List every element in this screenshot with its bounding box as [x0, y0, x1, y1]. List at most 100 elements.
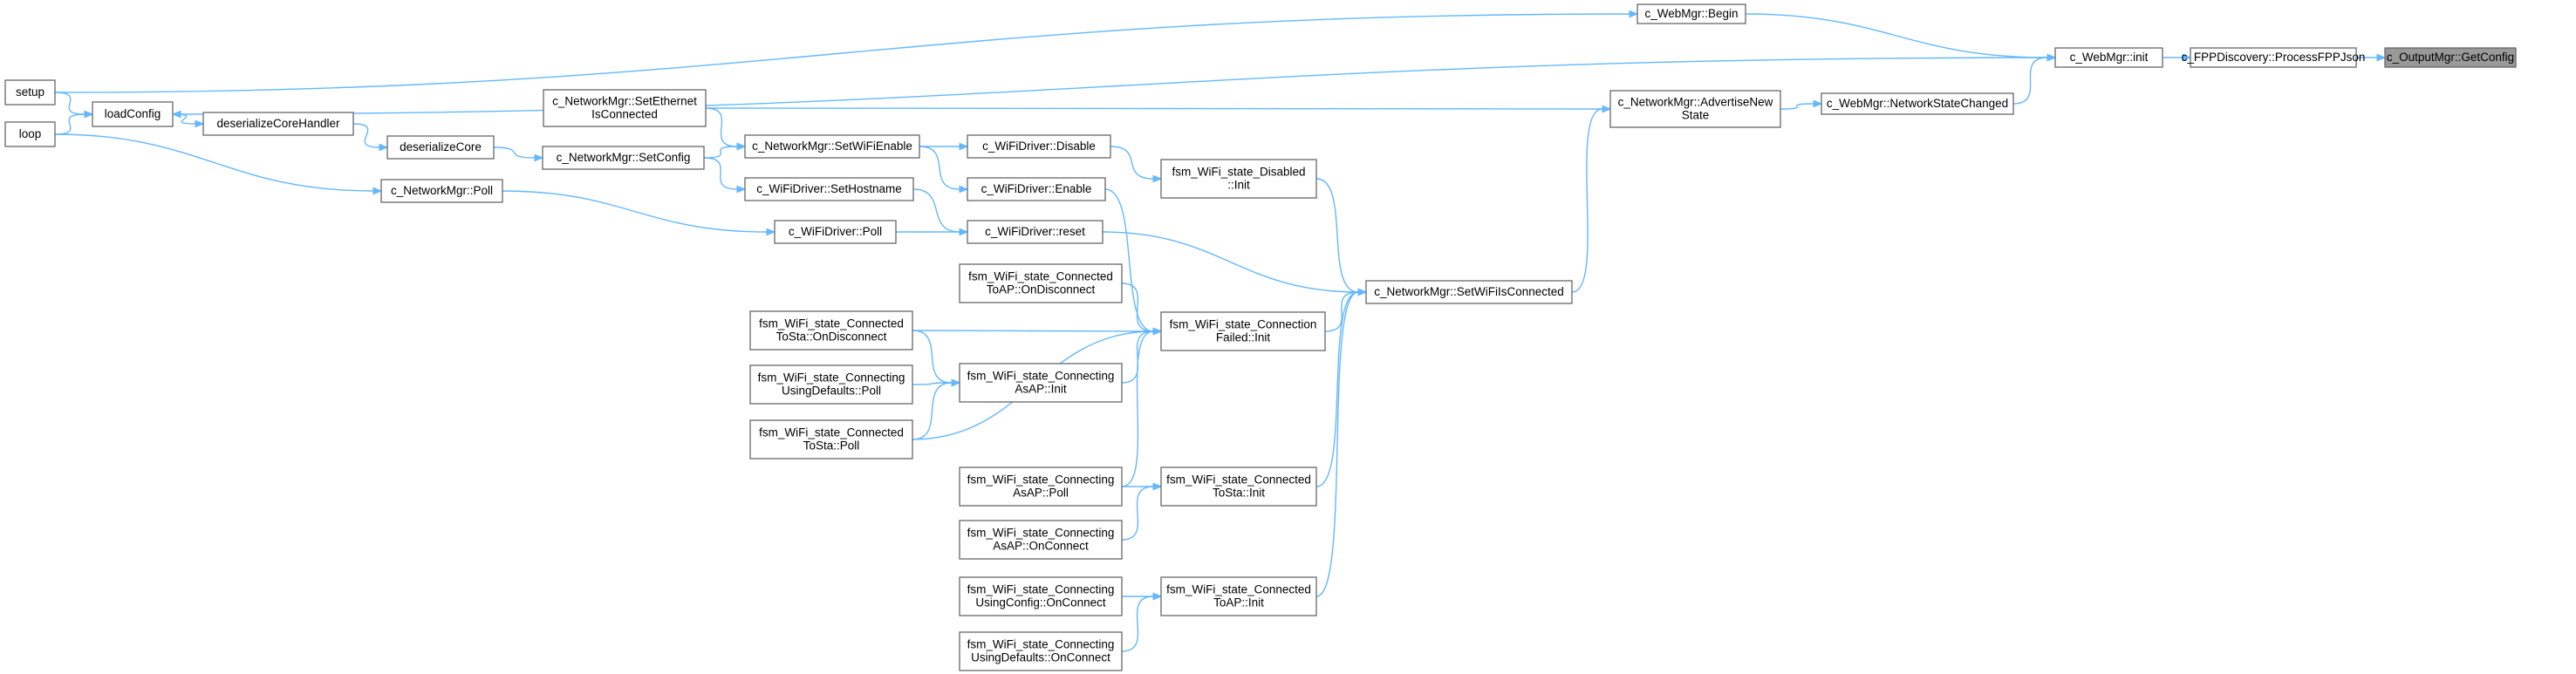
node-box [4, 79, 56, 106]
node-c-networkmgr-setwifiisconnected[interactable]: c_NetworkMgr::SetWiFiIsConnected [1365, 280, 1573, 304]
node-box [744, 177, 914, 201]
edge-loadconfig-to-deshandler [172, 113, 205, 128]
node-box [2054, 47, 2163, 68]
node-box [543, 89, 707, 127]
node-label: c_OutputMgr::GetConfig [2387, 51, 2514, 64]
edge-line [54, 92, 85, 115]
node-label: c_WebMgr::NetworkStateChanged [1827, 97, 2008, 110]
node-box [202, 112, 354, 136]
node-label: AsAP::Init [1015, 383, 1067, 396]
node-fsm-wifi-state-connectingusingconfig-onconnect[interactable]: fsm_WiFi_state_ConnectingUsingConfig::On… [959, 576, 1123, 616]
node-c-wifidriver-sethostname[interactable]: c_WiFiDriver::SetHostname [744, 177, 914, 201]
node-loop[interactable]: loop [4, 121, 56, 147]
edges-layer [54, 10, 2387, 652]
node-label: UsingDefaults::Poll [782, 385, 881, 398]
node-box [749, 419, 913, 460]
edge-loop-to-nm_poll [54, 133, 383, 195]
node-label: c_NetworkMgr::SetConfig [557, 151, 691, 164]
edge-arrowhead [2182, 53, 2192, 62]
node-fsm-wifi-state-connectingusingdefaults-onconnect[interactable]: fsm_WiFi_state_ConnectingUsingDefaults::… [959, 631, 1123, 671]
edge-line [352, 123, 380, 148]
edge-webmgr_init-to-processfpp [2163, 53, 2192, 62]
node-label: c_WebMgr::Begin [1644, 7, 1738, 20]
node-label: fsm_WiFi_state_Connecting [967, 638, 1115, 651]
node-box [1365, 280, 1573, 304]
edge-arrowhead [951, 378, 961, 387]
node-deserializecorehandler[interactable]: deserializeCoreHandler [202, 112, 354, 136]
node-box [2190, 47, 2357, 68]
node-c-wifidriver-poll[interactable]: c_WiFiDriver::Poll [774, 220, 897, 244]
node-label: fsm_WiFi_state_Connected [759, 426, 904, 439]
node-label: UsingConfig::OnConnect [975, 596, 1106, 609]
node-c-webmgr-begin[interactable]: c_WebMgr::Begin [1636, 3, 1746, 24]
node-label: deserializeCore [400, 140, 482, 153]
node-deserializecore[interactable]: deserializeCore [386, 135, 495, 160]
node-setup[interactable]: setup [4, 79, 56, 106]
edge-line [1315, 291, 1359, 597]
node-c-fppdiscovery-processfppjson[interactable]: c_FPPDiscovery::ProcessFPPJson [2182, 47, 2366, 68]
node-label: c_WiFiDriver::reset [985, 225, 1085, 238]
node-label: c_NetworkMgr::AdvertiseNew [1618, 96, 1773, 109]
edge-line [1110, 146, 1154, 180]
edge-line [54, 113, 85, 135]
node-c-networkmgr-setconfig[interactable]: c_NetworkMgr::SetConfig [542, 146, 705, 170]
node-label: fsm_WiFi_state_Disabled [1172, 166, 1305, 179]
edge-fsm_disabled_init-to-setwifiisconnected [1315, 178, 1368, 296]
edge-line [1571, 108, 1603, 293]
edge-arrowhead [766, 228, 776, 236]
node-c-outputmgr-getconfig[interactable]: c_OutputMgr::GetConfig [2384, 47, 2517, 68]
node-c-networkmgr-setwifienable[interactable]: c_NetworkMgr::SetWiFiEnable [744, 134, 920, 159]
node-loadconfig[interactable]: loadConfig [92, 101, 174, 127]
node-c-wifidriver-enable[interactable]: c_WiFiDriver::Enable [967, 177, 1106, 201]
node-c-webmgr-networkstatechanged[interactable]: c_WebMgr::NetworkStateChanged [1821, 92, 2014, 115]
edge-line [912, 188, 960, 233]
node-label: State [1682, 109, 1710, 122]
node-box [959, 466, 1123, 507]
edge-nm_poll-to-wd_poll [502, 190, 776, 236]
edge-arrowhead [1152, 174, 1163, 183]
edge-line [1121, 283, 1154, 332]
node-label: UsingDefaults::OnConnect [971, 651, 1110, 664]
node-fsm-wifi-state-connectedtoap-ondisconnect[interactable]: fsm_WiFi_state_ConnectedToAP::OnDisconne… [959, 263, 1123, 303]
edge-line [502, 190, 768, 233]
edge-arrowhead [1152, 327, 1163, 336]
node-label: c_WebMgr::init [2070, 51, 2149, 64]
node-c-networkmgr-poll[interactable]: c_NetworkMgr::Poll [380, 179, 503, 203]
edge-arrowhead [534, 153, 544, 162]
node-label: c_NetworkMgr::SetWiFiEnable [752, 140, 912, 153]
node-fsm-wifi-state-disabled-init[interactable]: fsm_WiFi_state_Disabled::Init [1160, 159, 1317, 199]
edge-line [705, 107, 1603, 110]
node-fsm-wifi-state-connectedtosta-ondisconnect[interactable]: fsm_WiFi_state_ConnectedToSta::OnDisconn… [749, 310, 913, 351]
node-c-wifidriver-reset[interactable]: c_WiFiDriver::reset [967, 220, 1104, 244]
edge-fsm_cap_onconn-to-fsm_ctsta_init [1121, 482, 1163, 541]
edge-arrowhead [736, 185, 747, 194]
edge-wd_enable-to-fsm_connfailed_init [1104, 188, 1163, 336]
edge-line [2012, 57, 2048, 105]
node-box [1821, 92, 2014, 115]
edge-line [912, 330, 1154, 332]
node-label: fsm_WiFi_state_Connecting [758, 371, 905, 385]
node-box [1160, 466, 1317, 507]
node-box [1609, 90, 1781, 128]
node-c-webmgr-init[interactable]: c_WebMgr::init [2054, 47, 2163, 68]
edge-arrowhead [1813, 99, 1823, 108]
node-box [1160, 159, 1317, 199]
node-label: AsAP::Poll [1013, 487, 1069, 500]
node-c-wifidriver-disable[interactable]: c_WiFiDriver::Disable [967, 134, 1111, 159]
node-label: fsm_WiFi_state_Connected [1166, 583, 1311, 596]
node-box [1160, 311, 1326, 351]
node-fsm-wifi-state-connectingusingdefaults-poll[interactable]: fsm_WiFi_state_ConnectingUsingDefaults::… [749, 364, 913, 405]
edge-arrowhead [1629, 10, 1639, 18]
edge-fsm_ctsta_ondisc-to-fsm_cap_init [912, 330, 961, 387]
edge-advertise-to-webmgr_nsc [1780, 99, 1823, 110]
